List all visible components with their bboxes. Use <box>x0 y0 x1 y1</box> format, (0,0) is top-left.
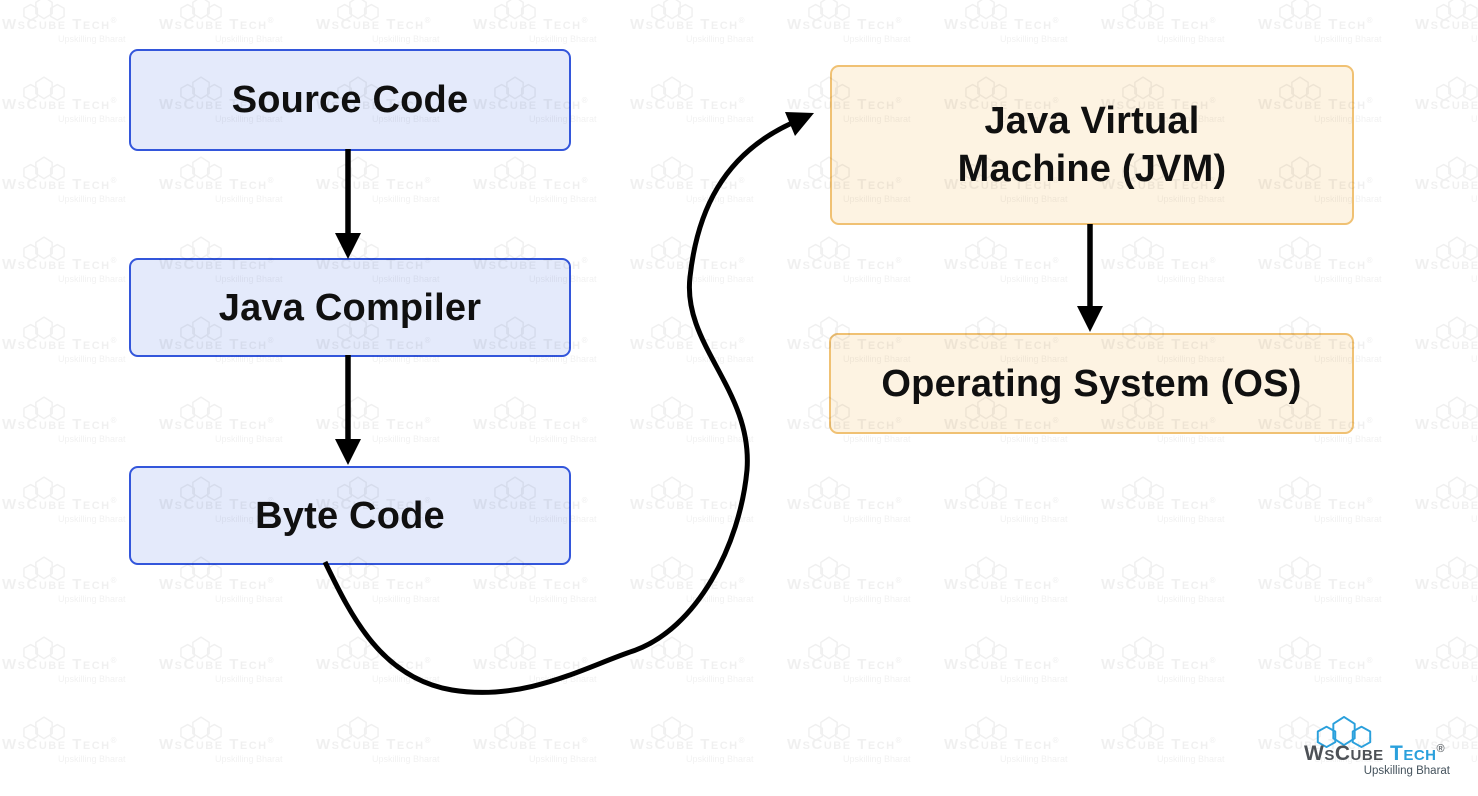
arrow-source-to-compiler <box>335 149 361 259</box>
watermark-tile: WsCube Tech®Upskilling Bharat <box>630 156 787 236</box>
registered-mark: ® <box>1436 743 1445 755</box>
watermark-tile: WsCube Tech®Upskilling Bharat <box>2 396 159 476</box>
watermark-tile: WsCube Tech®Upskilling Bharat <box>0 556 2 636</box>
watermark-tile: WsCube Tech®Upskilling Bharat <box>0 396 2 476</box>
watermark-tile: WsCube Tech®Upskilling Bharat <box>944 716 1101 796</box>
watermark-tile: WsCube Tech®Upskilling Bharat <box>630 636 787 716</box>
watermark-tile: WsCube Tech®Upskilling Bharat <box>1101 236 1258 316</box>
node-java-compiler: Java Compiler <box>129 258 571 357</box>
watermark-tile: WsCube Tech®Upskilling Bharat <box>787 716 944 796</box>
watermark-tile: WsCube Tech®Upskilling Bharat <box>1415 0 1478 76</box>
watermark-tile: WsCube Tech®Upskilling Bharat <box>630 556 787 636</box>
watermark-tile: WsCube Tech®Upskilling Bharat <box>1415 316 1478 396</box>
watermark-tile: WsCube Tech®Upskilling Bharat <box>159 716 316 796</box>
watermark-tile: WsCube Tech®Upskilling Bharat <box>1415 556 1478 636</box>
watermark-tile: WsCube Tech®Upskilling Bharat <box>1258 236 1415 316</box>
watermark-tile: WsCube Tech®Upskilling Bharat <box>944 556 1101 636</box>
watermark-tile: WsCube Tech®Upskilling Bharat <box>473 156 630 236</box>
watermark-tile: WsCube Tech®Upskilling Bharat <box>944 476 1101 556</box>
watermark-tile: WsCube Tech®Upskilling Bharat <box>787 636 944 716</box>
logo-brand-primary: WsCube <box>1304 742 1384 765</box>
watermark-tile: WsCube Tech®Upskilling Bharat <box>1101 716 1258 796</box>
watermark-tile: WsCube Tech®Upskilling Bharat <box>630 716 787 796</box>
watermark-tile: WsCube Tech®Upskilling Bharat <box>1101 476 1258 556</box>
watermark-tile: WsCube Tech®Upskilling Bharat <box>316 156 473 236</box>
watermark-tile: WsCube Tech®Upskilling Bharat <box>0 0 2 76</box>
watermark-tile: WsCube Tech®Upskilling Bharat <box>473 716 630 796</box>
watermark-tile: WsCube Tech®Upskilling Bharat <box>1258 476 1415 556</box>
watermark-tile: WsCube Tech®Upskilling Bharat <box>1415 396 1478 476</box>
watermark-tile: WsCube Tech®Upskilling Bharat <box>159 556 316 636</box>
watermark-tile: WsCube Tech®Upskilling Bharat <box>0 76 2 156</box>
watermark-tile: WsCube Tech®Upskilling Bharat <box>630 76 787 156</box>
watermark-tile: WsCube Tech®Upskilling Bharat <box>630 0 787 76</box>
node-label: Java Compiler <box>218 286 482 329</box>
watermark-tile: WsCube Tech®Upskilling Bharat <box>1415 476 1478 556</box>
arrow-jvm-to-os <box>1077 224 1103 332</box>
watermark-tile: WsCube Tech®Upskilling Bharat <box>473 556 630 636</box>
watermark-tile: WsCube Tech®Upskilling Bharat <box>0 156 2 236</box>
node-label: Byte Code <box>255 494 445 537</box>
watermark-tile: WsCube Tech®Upskilling Bharat <box>2 156 159 236</box>
watermark-tile: WsCube Tech®Upskilling Bharat <box>944 236 1101 316</box>
node-source-code: Source Code <box>129 49 571 151</box>
watermark-tile: WsCube Tech®Upskilling Bharat <box>316 636 473 716</box>
watermark-tile: WsCube Tech®Upskilling Bharat <box>316 396 473 476</box>
watermark-tile: WsCube Tech®Upskilling Bharat <box>159 396 316 476</box>
watermark-tile: WsCube Tech®Upskilling Bharat <box>1415 636 1478 716</box>
logo-brand-secondary: Tech <box>1390 742 1437 765</box>
watermark-tile: WsCube Tech®Upskilling Bharat <box>787 236 944 316</box>
watermark-tile: WsCube Tech®Upskilling Bharat <box>1258 636 1415 716</box>
watermark-tile: WsCube Tech®Upskilling Bharat <box>630 396 787 476</box>
watermark-tile: WsCube Tech®Upskilling Bharat <box>630 476 787 556</box>
watermark-tile: WsCube Tech®Upskilling Bharat <box>1101 556 1258 636</box>
watermark-tile: WsCube Tech®Upskilling Bharat <box>0 236 2 316</box>
node-label-line2: Machine (JVM) <box>957 148 1227 190</box>
watermark-tile: WsCube Tech®Upskilling Bharat <box>0 476 2 556</box>
node-operating-system: Operating System (OS) <box>829 333 1354 434</box>
watermark-tile: WsCube Tech®Upskilling Bharat <box>473 636 630 716</box>
watermark-tile: WsCube Tech®Upskilling Bharat <box>944 636 1101 716</box>
watermark-tile: WsCube Tech®Upskilling Bharat <box>1415 76 1478 156</box>
watermark-tile: WsCube Tech®Upskilling Bharat <box>1415 156 1478 236</box>
node-jvm: Java Virtual Machine (JVM) <box>830 65 1354 225</box>
watermark-tile: WsCube Tech®Upskilling Bharat <box>2 716 159 796</box>
watermark-tile: WsCube Tech®Upskilling Bharat <box>1258 556 1415 636</box>
node-byte-code: Byte Code <box>129 466 571 565</box>
watermark-tile: WsCube Tech®Upskilling Bharat <box>0 316 2 396</box>
logo-tagline: Upskilling Bharat <box>1363 765 1450 777</box>
watermark-tile: WsCube Tech®Upskilling Bharat <box>316 716 473 796</box>
watermark-tile: WsCube Tech®Upskilling Bharat <box>630 236 787 316</box>
watermark-tile: WsCube Tech®Upskilling Bharat <box>0 716 2 796</box>
node-label-line1: Java Virtual <box>984 100 1200 142</box>
watermark-tile: WsCube Tech®Upskilling Bharat <box>159 156 316 236</box>
node-label: Operating System (OS) <box>881 362 1302 405</box>
watermark-tile: WsCube Tech®Upskilling Bharat <box>159 636 316 716</box>
brand-logo: WsCube Tech® Upskilling Bharat <box>1304 716 1454 777</box>
watermark-tile: WsCube Tech®Upskilling Bharat <box>1101 636 1258 716</box>
watermark-tile: WsCube Tech®Upskilling Bharat <box>787 476 944 556</box>
watermark-tile: WsCube Tech®Upskilling Bharat <box>1415 236 1478 316</box>
watermark-tile: WsCube Tech®Upskilling Bharat <box>316 556 473 636</box>
watermark-tile: WsCube Tech®Upskilling Bharat <box>0 636 2 716</box>
watermark-tile: WsCube Tech®Upskilling Bharat <box>2 556 159 636</box>
logo-hexagons-icon <box>1316 716 1372 749</box>
arrow-bytecode-to-jvm <box>322 112 814 695</box>
watermark-tile: WsCube Tech®Upskilling Bharat <box>787 556 944 636</box>
logo-wordmark: WsCube Tech® <box>1304 743 1454 764</box>
watermark-tile: WsCube Tech®Upskilling Bharat <box>473 396 630 476</box>
arrow-compiler-to-bytecode <box>335 355 361 465</box>
node-label: Source Code <box>231 79 469 121</box>
watermark-tile: WsCube Tech®Upskilling Bharat <box>2 636 159 716</box>
watermark-tile: WsCube Tech®Upskilling Bharat <box>630 316 787 396</box>
